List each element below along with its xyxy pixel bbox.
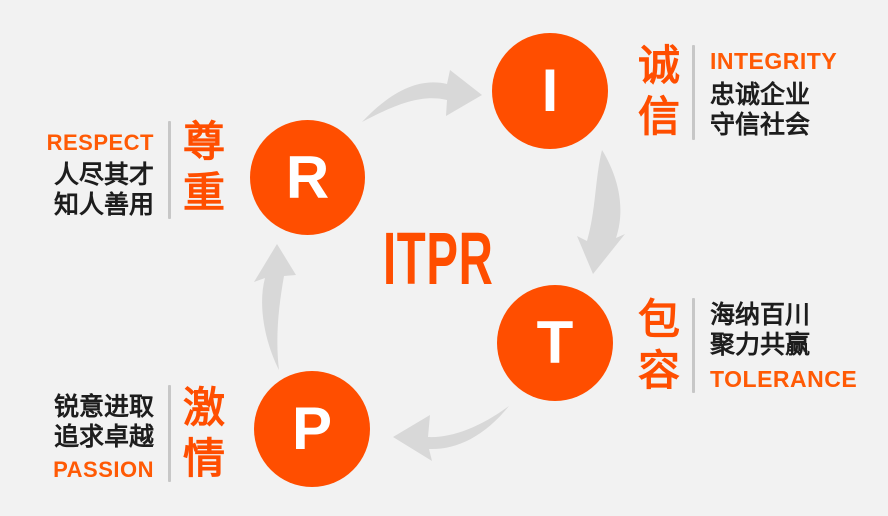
tolerance-en-label: TOLERANCE — [710, 366, 858, 392]
passion-en-label: PASSION — [53, 457, 154, 482]
integrity-line-1: 忠诚企业 — [710, 81, 811, 109]
passion-cn-word: 激情 — [182, 384, 225, 482]
tolerance-divider — [692, 298, 695, 393]
circle-letter-p: P — [291, 395, 333, 462]
curved-arrow-right-icon — [360, 68, 484, 126]
respect-cn-word: 尊重 — [182, 118, 225, 216]
integrity-divider — [692, 45, 695, 140]
tolerance-desc: 海纳百川 聚力共赢 TOLERANCE — [710, 300, 857, 393]
respect-line-1: 人尽其才 — [53, 161, 154, 189]
integrity-cn-word: 诚信 — [637, 42, 680, 140]
respect-line-2: 知人善用 — [53, 191, 154, 219]
passion-desc: 锐意进取 追求卓越 PASSION — [30, 392, 154, 484]
circle-letter-t: T — [536, 309, 574, 376]
tolerance-line-2: 聚力共赢 — [710, 331, 811, 359]
circle-letter-r: R — [285, 143, 330, 211]
respect-en-label: RESPECT — [46, 130, 154, 155]
tolerance-cn-word: 包容 — [637, 296, 680, 394]
integrity-line-2: 守信社会 — [710, 111, 811, 139]
center-title-itpr: ITPR — [383, 217, 494, 300]
circle-letter-i: I — [541, 57, 559, 124]
tolerance-line-1: 海纳百川 — [710, 301, 811, 329]
respect-divider — [168, 121, 171, 219]
passion-line-1: 锐意进取 — [53, 393, 154, 421]
circle-integrity: I — [492, 33, 608, 149]
curved-arrow-left-icon — [391, 402, 511, 462]
integrity-en-label: INTEGRITY — [710, 48, 838, 74]
circle-passion: P — [254, 371, 370, 487]
integrity-desc: INTEGRITY 忠诚企业 守信社会 — [710, 47, 837, 140]
curved-arrow-down-icon — [574, 148, 626, 276]
passion-line-2: 追求卓越 — [53, 423, 154, 451]
circle-respect: R — [250, 120, 365, 235]
passion-divider — [168, 385, 171, 482]
curved-arrow-up-icon — [251, 242, 299, 372]
circle-tolerance: T — [497, 285, 613, 401]
respect-desc: RESPECT 人尽其才 知人善用 — [30, 129, 154, 220]
